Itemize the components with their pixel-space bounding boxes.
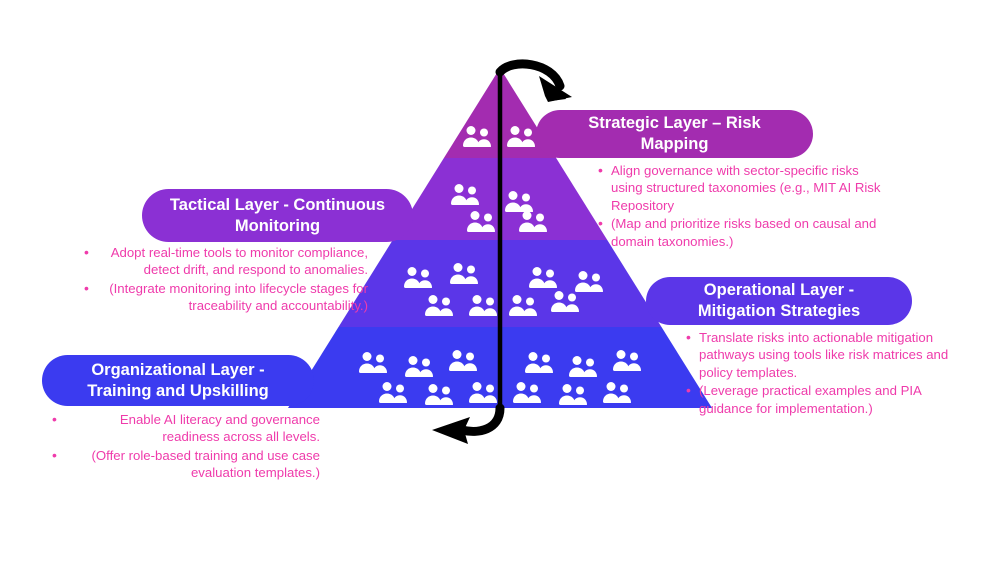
layer-pill-operational[interactable]: Operational Layer - Mitigation Strategie… xyxy=(646,277,912,325)
layer-bullets-strategic: Align governance with sector-specific ri… xyxy=(598,161,888,251)
list-item: Adopt real-time tools to monitor complia… xyxy=(84,243,368,279)
list-item: Enable AI literacy and governance readin… xyxy=(52,410,320,446)
list-item: (Leverage practical examples and PIA gui… xyxy=(686,381,958,417)
layer-bullets-operational: Translate risks into actionable mitigati… xyxy=(686,328,958,418)
layer-bullets-tactical: Adopt real-time tools to monitor complia… xyxy=(84,243,368,316)
list-item: Translate risks into actionable mitigati… xyxy=(686,328,958,381)
layer-pill-strategic[interactable]: Strategic Layer – Risk Mapping xyxy=(536,110,813,158)
layer-pill-organizational[interactable]: Organizational Layer - Training and Upsk… xyxy=(42,355,314,406)
layer-bullets-organizational: Enable AI literacy and governance readin… xyxy=(52,410,320,483)
layer-pill-tactical[interactable]: Tactical Layer - Continuous Monitoring xyxy=(142,189,413,242)
bottom-curved-arrow xyxy=(432,403,505,444)
list-item: (Map and prioritize risks based on causa… xyxy=(598,214,888,250)
list-item: Align governance with sector-specific ri… xyxy=(598,161,888,214)
list-item: (Offer role-based training and use case … xyxy=(52,446,320,482)
top-curved-arrow xyxy=(495,59,572,102)
list-item: (Integrate monitoring into lifecycle sta… xyxy=(84,279,368,315)
